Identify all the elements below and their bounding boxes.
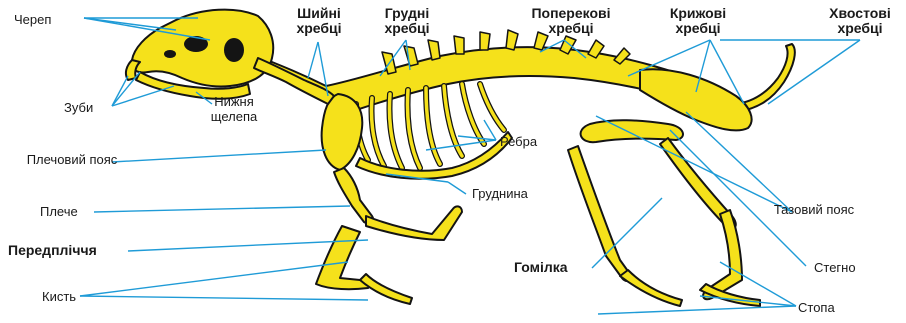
label-cervical-vertebrae: Шийні хребці <box>284 6 354 36</box>
humerus-bone <box>334 168 373 224</box>
scapula-bone <box>322 94 363 170</box>
label-shoulder-girdle: Плечовий пояс <box>22 152 122 167</box>
label-humerus: Плече <box>40 204 78 219</box>
forearm-bones <box>366 206 462 240</box>
label-foot: Стопа <box>798 300 835 315</box>
label-lumbar-vertebrae: Поперекові хребці <box>516 6 626 36</box>
label-forearm: Передпліччя <box>8 243 97 258</box>
label-lower-jaw: Нижня щелепа <box>196 94 272 124</box>
label-sternum: Груднина <box>472 186 528 201</box>
label-caudal-vertebrae: Хвостові хребці <box>814 6 906 36</box>
skeleton-bones <box>126 10 795 306</box>
label-teeth: Зуби <box>64 100 93 115</box>
label-pelvic-girdle: Тазовий пояс <box>772 202 856 217</box>
label-shin: Гомілка <box>514 260 568 275</box>
label-skull: Череп <box>14 12 51 27</box>
label-ribs: Ребра <box>500 134 537 149</box>
tail-bones <box>736 44 795 112</box>
hind-paw-bones <box>620 270 682 306</box>
label-thigh: Стегно <box>814 260 856 275</box>
label-hand: Кисть <box>42 289 76 304</box>
label-sacral-vertebrae: Крижові хребці <box>648 6 748 36</box>
label-thoracic-vertebrae: Грудні хребці <box>372 6 442 36</box>
